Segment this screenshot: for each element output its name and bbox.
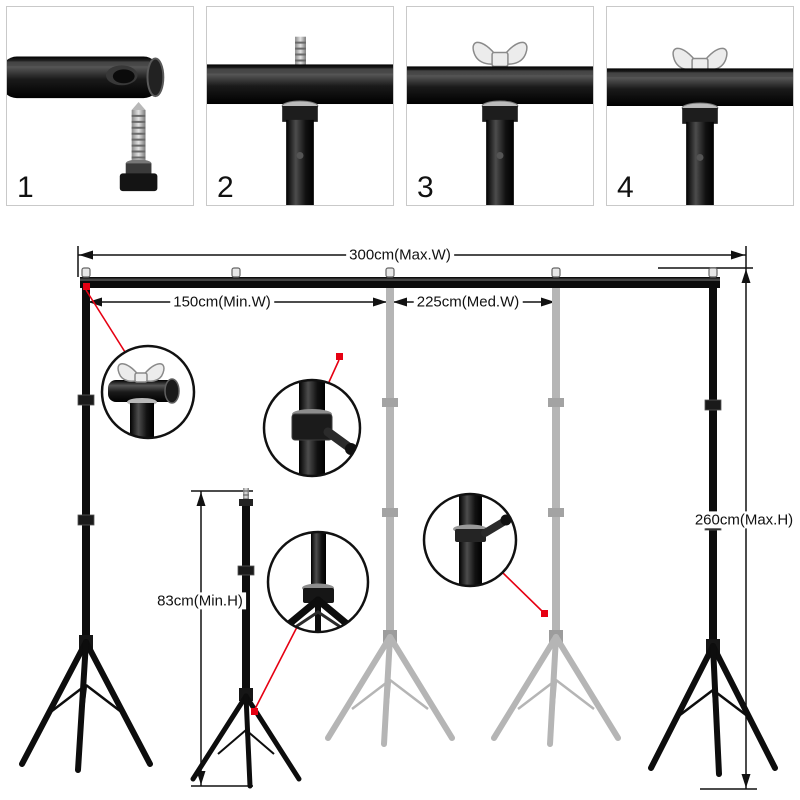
step-panel-3: 3 — [406, 6, 594, 206]
tube-open-end — [146, 57, 165, 98]
step-panel-1: 1 — [6, 6, 194, 206]
wing-nut — [672, 47, 728, 72]
stand-min-height — [190, 488, 302, 789]
dim-label-min-width: 150cm(Min.W) — [170, 293, 274, 311]
dim-label-min-height: 83cm(Min.H) — [154, 592, 246, 610]
step-number-1: 1 — [17, 171, 34, 204]
dimension-lines — [77, 246, 757, 790]
assembly-steps-row: 1 2 — [6, 6, 794, 206]
stand-black-left — [19, 280, 153, 773]
stand-black-right — [648, 280, 778, 777]
step-panel-2: 2 — [206, 6, 394, 206]
backdrop-stand-diagram: 300cm(Max.W) 150cm(Min.W) 225cm(Med.W) 2… — [0, 230, 800, 800]
step-photo-3 — [407, 41, 593, 205]
step-number-4: 4 — [617, 171, 634, 204]
stand-gray-225 — [491, 288, 621, 747]
step-number-2: 2 — [217, 171, 234, 204]
step-panel-4: 4 — [606, 6, 794, 206]
crossbar — [80, 267, 720, 288]
callout-connectors — [83, 283, 548, 715]
step-photo-4 — [607, 47, 793, 205]
dim-label-max-width: 300cm(Max.W) — [346, 246, 454, 264]
screw — [119, 102, 158, 192]
dim-label-med-width: 225cm(Med.W) — [413, 293, 523, 311]
support-pole — [681, 102, 719, 205]
step-photo-1 — [7, 56, 165, 192]
support-pole — [481, 100, 519, 205]
dim-label-max-height: 260cm(Max.H) — [691, 511, 797, 529]
callout-pole-lock — [422, 492, 518, 588]
step-photo-2 — [207, 36, 393, 205]
callout-wingnut-junction — [100, 344, 196, 440]
crossbar-clamp-hooks — [81, 267, 718, 278]
stand-diagram-graphic — [19, 246, 778, 790]
support-pole — [281, 100, 319, 205]
callout-clamp-knob — [262, 378, 362, 478]
callout-tripod-hub — [266, 530, 370, 634]
step-number-3: 3 — [417, 171, 434, 204]
stand-gray-150 — [325, 288, 455, 747]
wing-nut — [472, 41, 528, 68]
wing-nut — [117, 363, 165, 383]
screw-tip — [295, 36, 306, 69]
